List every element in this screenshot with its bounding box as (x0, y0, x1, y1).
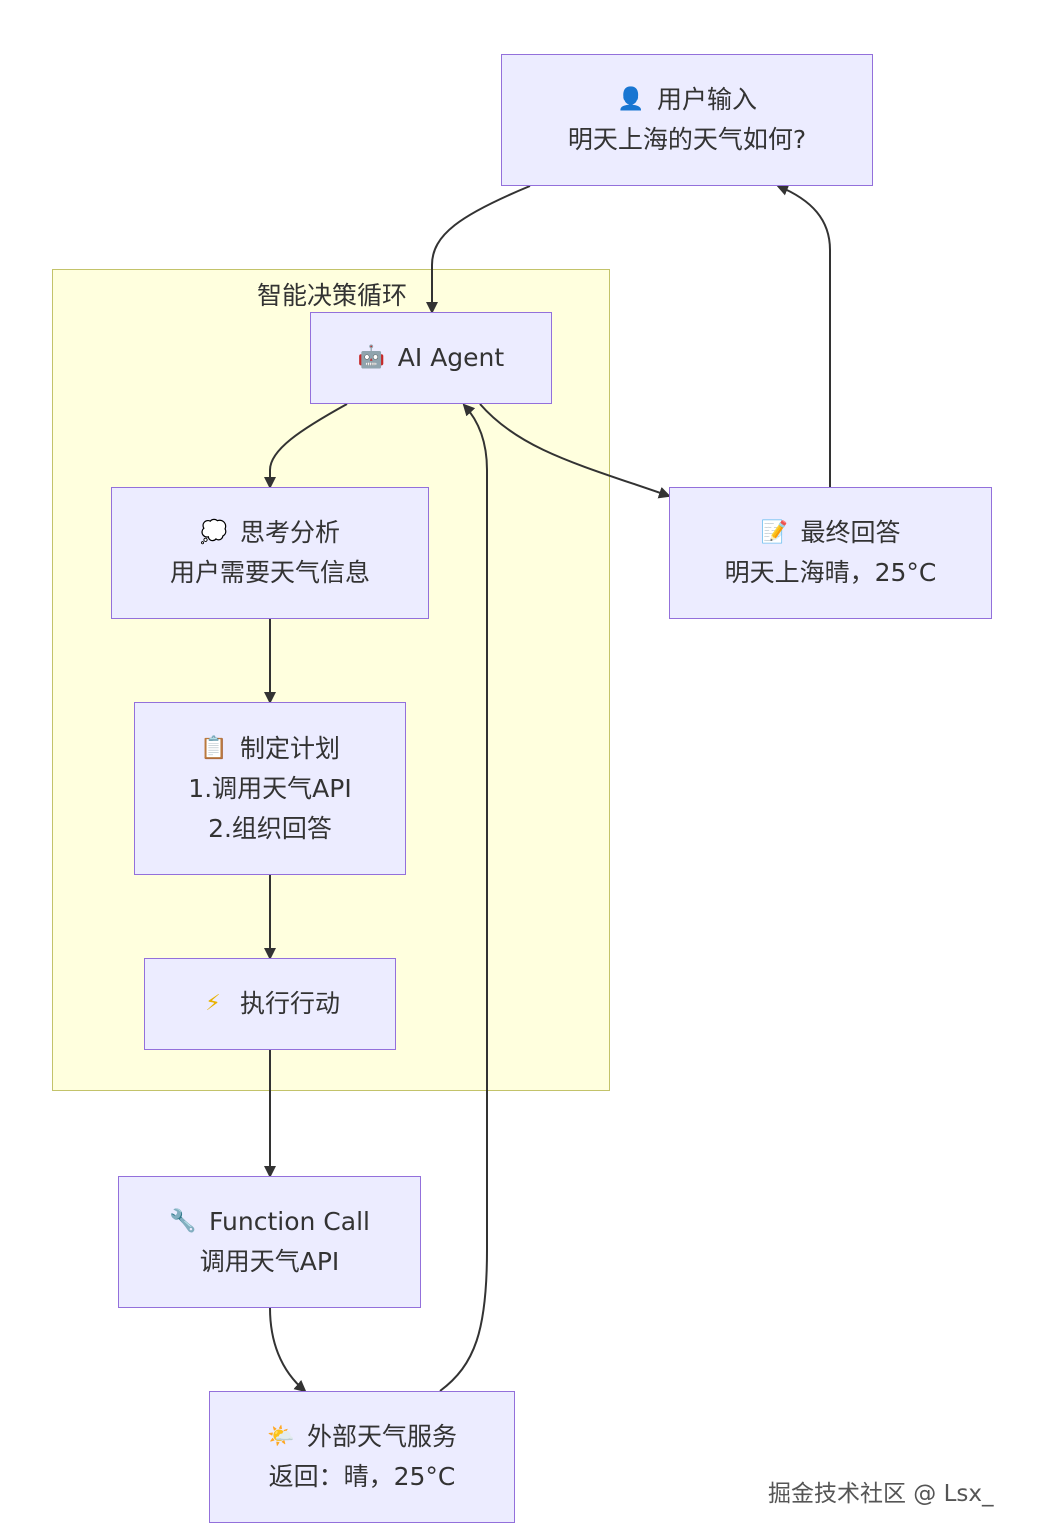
function-call-detail: 调用天气API (199, 1247, 340, 1276)
user-input-title: 用户输入 (656, 85, 757, 114)
lightning-icon: ⚡ (205, 991, 221, 1016)
memo-icon: 📝 (760, 520, 788, 545)
act-title: 执行行动 (239, 989, 340, 1018)
node-plan: 📋 制定计划 1.调用天气API 2.组织回答 (134, 702, 406, 875)
node-act: ⚡ 执行行动 (144, 958, 396, 1050)
node-think: 💭 思考分析 用户需要天气信息 (111, 487, 429, 619)
edge-function-to-weather (269, 1307, 307, 1393)
clipboard-icon: 📋 (199, 735, 228, 761)
node-weather-service: 🌤️ 外部天气服务 返回：晴，25°C (209, 1391, 515, 1523)
node-ai-agent: 🤖 AI Agent (310, 312, 552, 404)
plan-title: 制定计划 (239, 733, 340, 763)
node-final-answer: 📝 最终回答 明天上海晴，25°C (669, 487, 992, 619)
plan-step-1: 1.调用天气API (188, 773, 352, 803)
weather-service-title: 外部天气服务 (306, 1422, 457, 1451)
think-detail: 用户需要天气信息 (169, 558, 370, 587)
cluster-label: 智能决策循环 (256, 281, 407, 310)
thought-bubble-icon: 💭 (199, 520, 228, 545)
think-title: 思考分析 (239, 518, 340, 547)
final-answer-detail: 明天上海晴，25°C (724, 558, 937, 587)
final-answer-title: 最终回答 (800, 518, 901, 547)
wrench-icon: 🔧 (169, 1209, 197, 1234)
node-user-input: 👤 用户输入 明天上海的天气如何? (501, 54, 873, 186)
function-call-title: Function Call (209, 1207, 370, 1236)
node-function-call: 🔧 Function Call 调用天气API (118, 1176, 421, 1308)
user-icon: 👤 (616, 87, 645, 112)
user-input-question: 明天上海的天气如何? (567, 125, 807, 154)
sun-cloud-icon: 🌤️ (266, 1424, 295, 1449)
ai-agent-title: AI Agent (397, 343, 505, 372)
edge-final-to-user (776, 184, 831, 487)
robot-icon: 🤖 (357, 345, 386, 370)
plan-step-2: 2.组织回答 (208, 813, 332, 843)
weather-service-result: 返回：晴，25°C (268, 1462, 456, 1491)
watermark: 掘金技术社区 @ Lsx_ (768, 1481, 994, 1507)
